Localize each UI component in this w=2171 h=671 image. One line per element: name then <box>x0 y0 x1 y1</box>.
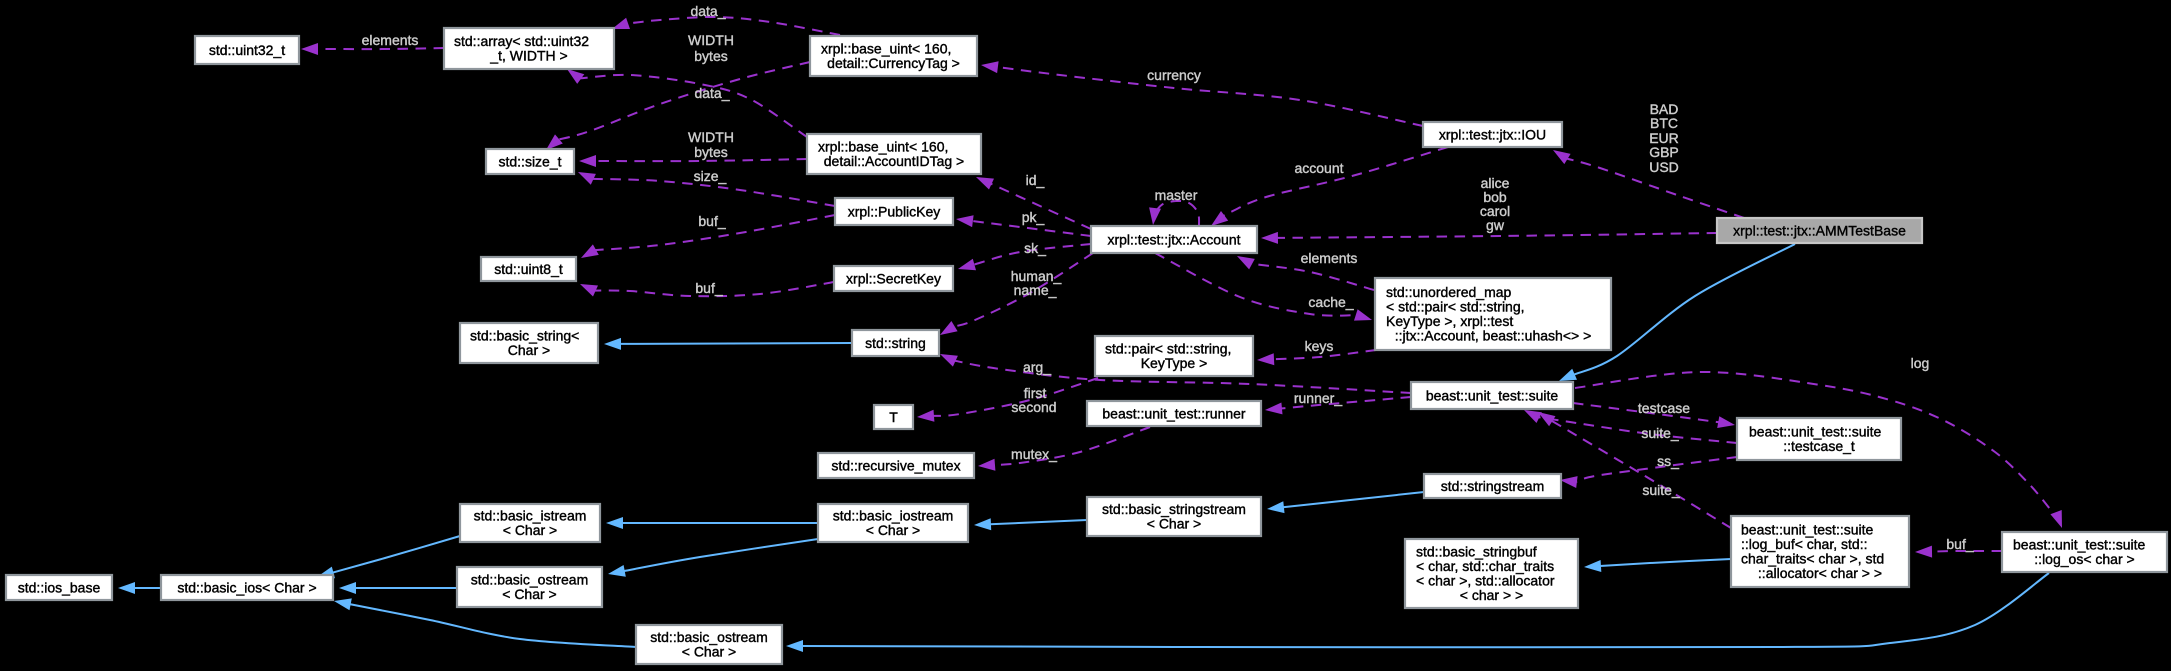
svg-text:< Char >: < Char > <box>502 586 556 602</box>
svg-text:KeyType >: KeyType > <box>1141 355 1208 371</box>
svg-text:second: second <box>1011 399 1056 415</box>
svg-text:detail::CurrencyTag >: detail::CurrencyTag > <box>827 55 960 71</box>
svg-text:xrpl::test::jtx::IOU: xrpl::test::jtx::IOU <box>1439 126 1546 142</box>
svg-text:T: T <box>889 409 898 425</box>
svg-text:xrpl::base_uint< 160,: xrpl::base_uint< 160, <box>818 139 948 155</box>
svg-text:USD: USD <box>1649 159 1679 175</box>
svg-text:suite_: suite_ <box>1641 425 1679 441</box>
svg-text:pk_: pk_ <box>1022 209 1045 225</box>
svg-text:< Char >: < Char > <box>682 644 736 660</box>
svg-text:log: log <box>1911 355 1930 371</box>
svg-text:suite_: suite_ <box>1642 482 1680 498</box>
svg-text:size_: size_ <box>694 168 727 184</box>
svg-text:_t, WIDTH >: _t, WIDTH > <box>489 48 567 64</box>
svg-text:gw: gw <box>1486 217 1505 233</box>
svg-text:std::unordered_map: std::unordered_map <box>1386 284 1512 300</box>
svg-text:std::string: std::string <box>865 335 926 351</box>
svg-text:std::uint32_t: std::uint32_t <box>209 42 285 58</box>
svg-text:master: master <box>1155 187 1198 203</box>
svg-text:std::basic_iostream: std::basic_iostream <box>833 508 954 524</box>
svg-text:::log_os< char >: ::log_os< char > <box>2034 551 2134 567</box>
svg-text:bob: bob <box>1483 189 1507 205</box>
svg-text:< Char >: < Char > <box>503 522 557 538</box>
svg-text:detail::AccountIDTag >: detail::AccountIDTag > <box>824 153 964 169</box>
svg-text:std::size_t: std::size_t <box>498 153 561 169</box>
svg-text:xrpl::SecretKey: xrpl::SecretKey <box>846 270 941 286</box>
svg-text:xrpl::test::jtx::AMMTestBase: xrpl::test::jtx::AMMTestBase <box>1733 222 1906 238</box>
svg-text:buf_: buf_ <box>695 280 722 296</box>
svg-text:xrpl::test::jtx::Account: xrpl::test::jtx::Account <box>1107 231 1240 247</box>
svg-text:std::ios_base: std::ios_base <box>18 579 101 595</box>
svg-text:beast::unit_test::suite: beast::unit_test::suite <box>1749 424 1882 440</box>
svg-text:std::stringstream: std::stringstream <box>1441 478 1544 494</box>
svg-text:std::basic_stringbuf: std::basic_stringbuf <box>1416 544 1537 560</box>
svg-text:currency: currency <box>1147 67 1201 83</box>
svg-text:::log_buf< char, std::: ::log_buf< char, std:: <box>1741 536 1867 552</box>
svg-text:EUR: EUR <box>1649 130 1679 146</box>
svg-text:sk_: sk_ <box>1024 240 1046 256</box>
svg-text:buf_: buf_ <box>698 213 725 229</box>
svg-text:arg_: arg_ <box>1023 359 1051 375</box>
svg-text:beast::unit_test::suite: beast::unit_test::suite <box>2013 537 2146 553</box>
svg-text:data_: data_ <box>690 3 725 19</box>
svg-text:std::basic_ostream: std::basic_ostream <box>650 629 768 645</box>
svg-text:alice: alice <box>1481 175 1510 191</box>
svg-text:::jtx::Account, beast::uhash<>: ::jtx::Account, beast::uhash<> > <box>1395 328 1592 344</box>
svg-text:testcase: testcase <box>1638 400 1690 416</box>
svg-text:::allocator< char > >: ::allocator< char > > <box>1758 565 1882 581</box>
svg-text:mutex_: mutex_ <box>1011 446 1057 462</box>
svg-text:carol: carol <box>1480 203 1510 219</box>
svg-text:std::recursive_mutex: std::recursive_mutex <box>831 457 960 473</box>
svg-text:bytes: bytes <box>694 48 727 64</box>
svg-text:bytes: bytes <box>694 144 727 160</box>
svg-text:::testcase_t: ::testcase_t <box>1783 438 1855 454</box>
svg-text:name_: name_ <box>1014 282 1057 298</box>
svg-text:data_: data_ <box>694 85 729 101</box>
svg-text:elements: elements <box>1301 250 1358 266</box>
svg-text:keys: keys <box>1305 338 1334 354</box>
svg-text:char_traits< char >, std: char_traits< char >, std <box>1741 551 1884 567</box>
svg-text:std::array< std::uint32: std::array< std::uint32 <box>454 33 589 49</box>
svg-text:< char > >: < char > > <box>1460 587 1523 603</box>
svg-text:BTC: BTC <box>1650 115 1678 131</box>
svg-text:account: account <box>1294 160 1343 176</box>
svg-text:std::pair< std::string,: std::pair< std::string, <box>1105 341 1231 357</box>
svg-text:std::uint8_t: std::uint8_t <box>494 261 563 277</box>
svg-text:BAD: BAD <box>1650 101 1679 117</box>
svg-text:first: first <box>1024 385 1047 401</box>
svg-text:xrpl::PublicKey: xrpl::PublicKey <box>848 203 941 219</box>
svg-text:Char >: Char > <box>508 342 550 358</box>
svg-text:xrpl::base_uint< 160,: xrpl::base_uint< 160, <box>821 41 951 57</box>
svg-text:std::basic_stringstream: std::basic_stringstream <box>1102 501 1246 517</box>
svg-text:< std::pair< std::string,: < std::pair< std::string, <box>1386 299 1525 315</box>
svg-text:WIDTH: WIDTH <box>688 32 734 48</box>
svg-text:std::basic_ostream: std::basic_ostream <box>471 572 589 588</box>
svg-text:< Char >: < Char > <box>866 522 920 538</box>
svg-text:runner_: runner_ <box>1294 390 1342 406</box>
svg-text:ss_: ss_ <box>1657 453 1679 469</box>
svg-text:beast::unit_test::suite: beast::unit_test::suite <box>1741 522 1874 538</box>
svg-text:std::basic_string<: std::basic_string< <box>470 328 579 344</box>
svg-text:< Char >: < Char > <box>1147 516 1201 532</box>
svg-text:std::basic_istream: std::basic_istream <box>474 508 587 524</box>
svg-text:GBP: GBP <box>1649 144 1679 160</box>
svg-text:std::basic_ios< Char >: std::basic_ios< Char > <box>177 579 316 595</box>
svg-text:cache_: cache_ <box>1308 294 1353 310</box>
svg-text:WIDTH: WIDTH <box>688 129 734 145</box>
svg-text:human_: human_ <box>1011 268 1062 284</box>
svg-text:< char >, std::allocator: < char >, std::allocator <box>1416 573 1555 589</box>
svg-text:beast::unit_test::suite: beast::unit_test::suite <box>1426 387 1559 403</box>
svg-text:beast::unit_test::runner: beast::unit_test::runner <box>1102 405 1246 421</box>
svg-text:buf_: buf_ <box>1946 536 1973 552</box>
svg-text:< char, std::char_traits: < char, std::char_traits <box>1416 558 1554 574</box>
svg-text:id_: id_ <box>1026 172 1045 188</box>
svg-text:KeyType >, xrpl::test: KeyType >, xrpl::test <box>1386 313 1513 329</box>
svg-text:elements: elements <box>362 32 419 48</box>
